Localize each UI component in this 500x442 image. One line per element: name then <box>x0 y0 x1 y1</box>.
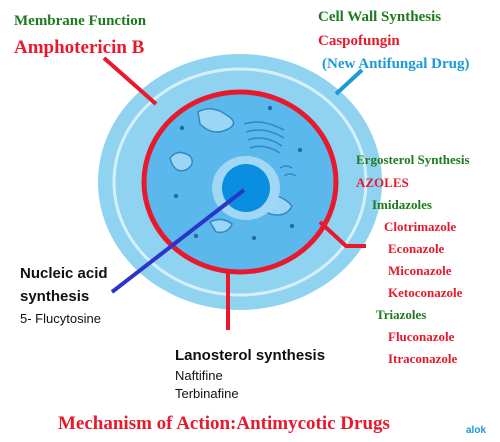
membrane-drug: Amphotericin B <box>14 37 145 58</box>
triazole-drug: Fluconazole <box>388 329 455 344</box>
imidazole-drug: Miconazole <box>388 263 452 278</box>
membrane-heading: Membrane Function <box>14 13 147 29</box>
nucleic-pointer-line <box>110 188 246 294</box>
triazoles-label: Triazoles <box>376 307 427 322</box>
triazole-drug: Itraconazole <box>388 351 458 366</box>
imidazoles-label: Imidazoles <box>372 197 432 212</box>
lanosterol-drug: Terbinafine <box>175 386 239 401</box>
nucleus <box>222 164 270 212</box>
imidazole-drug: Ketoconazole <box>388 285 463 300</box>
cell-wall-inner-ring <box>112 67 368 297</box>
wall-note: (New Antifungal Drug) <box>322 56 470 72</box>
nucleic-drug: 5- Flucytosine <box>20 311 101 326</box>
ergosterol-pointer-line <box>318 220 366 248</box>
membrane-pointer-line <box>102 56 158 106</box>
nucleic-heading-line2: synthesis <box>20 288 90 305</box>
author-credit: alok <box>466 425 487 436</box>
nucleic-heading: Nucleic acid <box>20 265 108 282</box>
wall-pointer-line <box>334 68 364 96</box>
ergosterol-heading: Ergosterol Synthesis <box>356 152 470 167</box>
wall-heading: Cell Wall Synthesis <box>318 9 442 25</box>
lanosterol-heading: Lanosterol synthesis <box>175 347 326 364</box>
imidazole-drug: Clotrimazole <box>384 219 457 234</box>
imidazole-drug: Econazole <box>388 241 445 256</box>
lanosterol-drug: Naftifine <box>175 368 223 383</box>
diagram-title: Mechanism of Action:Antimycotic Drugs <box>58 413 390 434</box>
wall-drug: Caspofungin <box>318 33 400 49</box>
azoles-label: AZOLES <box>356 175 409 190</box>
